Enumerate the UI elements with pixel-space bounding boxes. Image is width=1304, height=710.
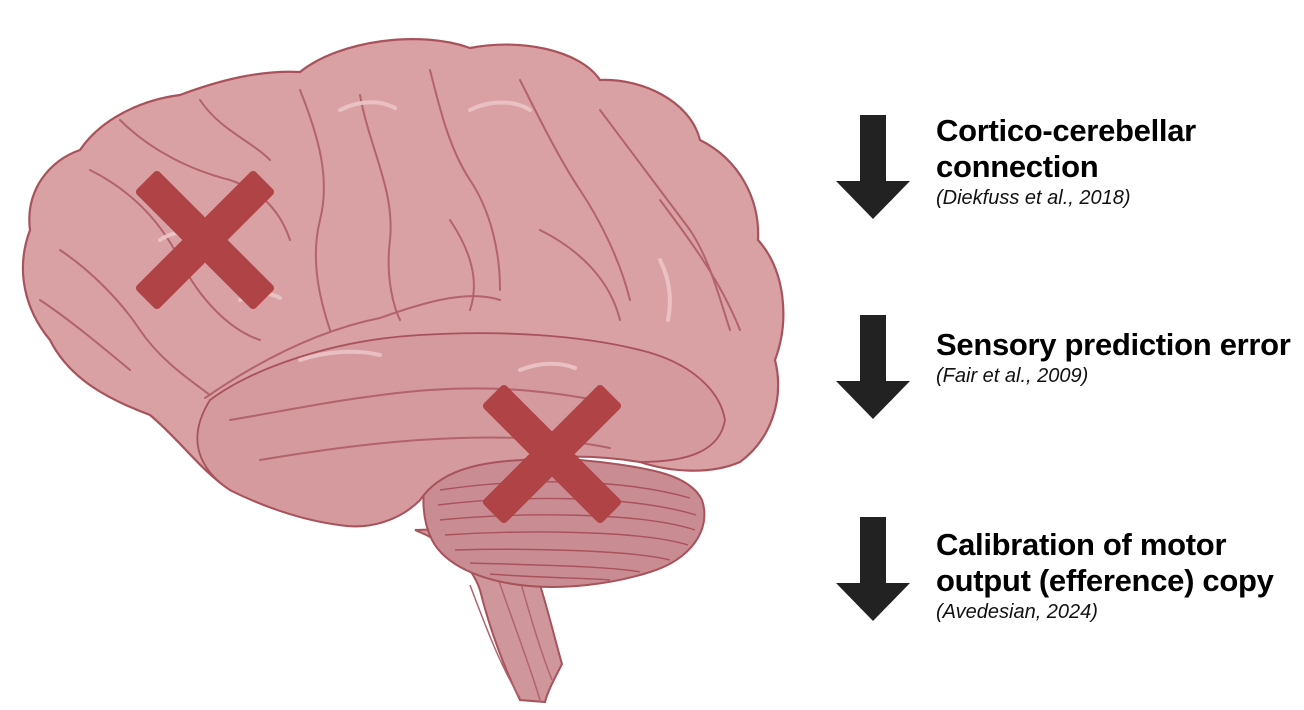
effect-title: Sensory prediction error xyxy=(936,327,1291,362)
effect-title: Cortico-cerebellar connection xyxy=(936,113,1196,184)
effect-citation: (Diekfuss et al., 2018) xyxy=(936,187,1131,209)
effect-citation: (Avedesian, 2024) xyxy=(936,601,1098,623)
effect-text: Cortico-cerebellar connection (Diekfuss … xyxy=(936,113,1296,210)
x-mark-icon xyxy=(482,384,622,524)
effect-text: Calibration of motor output (efference) … xyxy=(936,527,1296,624)
effect-item: Cortico-cerebellar connection (Diekfuss … xyxy=(836,113,1296,235)
down-arrow-icon xyxy=(836,115,910,219)
brain-illustration-icon xyxy=(21,38,785,704)
effect-item: Sensory prediction error (Fair et al., 2… xyxy=(836,315,1296,435)
effect-citation: (Fair et al., 2009) xyxy=(936,365,1089,387)
down-arrow-icon xyxy=(836,517,910,621)
effect-title: Calibration of motor output (efference) … xyxy=(936,527,1274,598)
down-arrow-icon xyxy=(836,315,910,419)
x-mark-icon xyxy=(135,170,275,310)
effect-text: Sensory prediction error (Fair et al., 2… xyxy=(936,327,1296,388)
effect-item: Calibration of motor output (efference) … xyxy=(836,517,1296,637)
